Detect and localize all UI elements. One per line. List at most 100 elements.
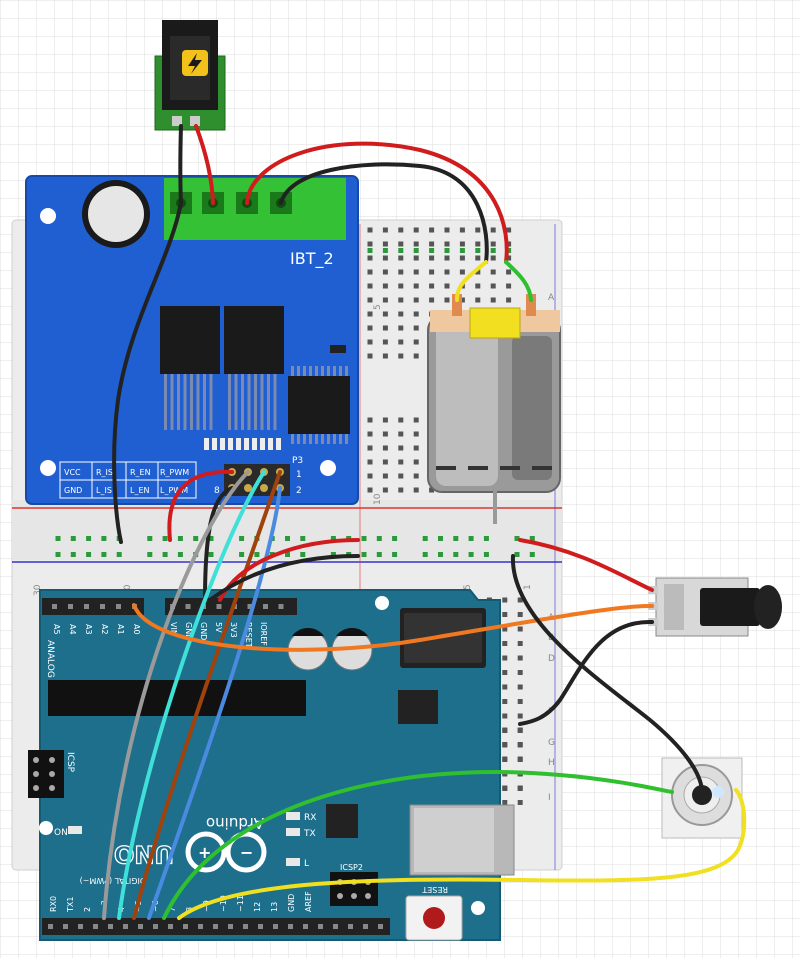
rail-hole — [101, 536, 107, 541]
breadboard-hole — [506, 283, 512, 289]
breadboard-hole — [398, 269, 404, 275]
breadboard-hole — [413, 227, 419, 233]
breadboard-hole — [367, 297, 373, 303]
breadboard-hole — [506, 255, 512, 261]
usb-chip — [326, 804, 358, 838]
rail-hole — [101, 552, 107, 557]
rail-hole — [529, 552, 535, 557]
wire-black-rail — [208, 554, 360, 602]
wire-red-vcc — [167, 469, 234, 542]
rail-hole — [529, 536, 535, 541]
rail-hole — [438, 536, 443, 541]
breadboard-hole — [413, 459, 419, 465]
breadboard-hole — [502, 727, 508, 733]
reset-button-cap[interactable] — [423, 907, 445, 929]
breadboard-hole — [502, 626, 508, 632]
breadboard-hole — [459, 255, 465, 261]
rail-hole — [208, 536, 214, 541]
breadboard-hole — [502, 612, 508, 617]
breadboard-hole — [475, 241, 481, 247]
col-number: 10 — [373, 493, 383, 505]
breadboard-hole — [502, 713, 508, 719]
breadboard-hole — [475, 269, 481, 275]
breadboard-hole — [367, 459, 373, 465]
breadboard-hole — [382, 431, 388, 437]
breadboard-hole — [517, 684, 523, 690]
rail-hole — [459, 248, 465, 253]
breadboard-hole — [382, 487, 388, 493]
breadboard-hole — [398, 487, 404, 493]
rail-hole — [285, 552, 290, 557]
header-pin — [52, 604, 57, 609]
rotary-knob[interactable] — [661, 757, 743, 839]
digital-label: DIGITAL (PWM~) — [80, 876, 146, 885]
rail-hole — [453, 552, 459, 557]
breadboard-hole — [382, 255, 388, 261]
wire-brown — [132, 470, 282, 920]
mount-hole — [375, 596, 389, 610]
breadboard-hole — [398, 473, 404, 479]
breadboard-hole — [398, 459, 404, 465]
l-led — [286, 858, 300, 866]
breadboard-hole — [444, 227, 450, 233]
breadboard-hole — [367, 445, 373, 451]
rail-hole — [483, 536, 489, 541]
breadboard-hole — [444, 297, 450, 303]
wire-cyan — [117, 470, 266, 920]
pin-label: A1 — [116, 624, 125, 635]
breadboard-hole — [382, 353, 388, 359]
svg-text:A: A — [548, 293, 555, 303]
breadboard-hole — [367, 431, 373, 437]
breadboard-hole — [475, 255, 481, 261]
breadboard-hole — [490, 283, 496, 289]
rail-hole — [367, 248, 373, 253]
breadboard-hole — [517, 670, 523, 675]
icsp2-label: ICSP2 — [340, 863, 363, 872]
breadboard-hole — [429, 283, 435, 289]
breadboard-hole — [502, 785, 508, 791]
breadboard-hole — [382, 311, 388, 317]
header-pin — [288, 924, 293, 929]
pin-label-table: VCC R_IS R_EN R_PWM GND L_IS L_EN L_PWM … — [59, 456, 303, 499]
breadboard-hole — [398, 445, 404, 451]
breadboard-hole — [367, 269, 373, 275]
rail-hole — [453, 536, 459, 541]
breadboard-hole — [429, 487, 435, 493]
rail-hole — [300, 536, 306, 541]
breadboard-hole — [502, 756, 508, 762]
breadboard-hole — [502, 684, 508, 690]
header-pin — [185, 604, 191, 609]
breadboard-hole — [382, 283, 388, 289]
rail-hole — [330, 536, 336, 541]
wire-black-gnd — [112, 201, 183, 544]
svg-text:H: H — [548, 758, 555, 768]
rail-hole — [162, 552, 168, 557]
pin-number: 8 — [214, 486, 220, 496]
breadboard-hole — [382, 445, 388, 451]
header-pin — [263, 604, 268, 609]
breadboard-hole — [413, 417, 419, 423]
icsp2-header — [330, 872, 378, 906]
breadboard-hole — [517, 699, 523, 704]
header-pin — [198, 924, 203, 929]
pin-label: A4 — [68, 624, 77, 635]
mosfet — [160, 306, 220, 374]
digital-pin-label: 7 — [168, 907, 177, 912]
breadboard-hole — [413, 311, 419, 317]
smd-component — [330, 345, 346, 353]
breadboard-hole — [398, 227, 404, 233]
breadboard-hole — [413, 487, 419, 493]
pin-label-vcc: VCC — [64, 468, 81, 477]
breadboard-hole — [475, 297, 481, 303]
header-pin — [108, 924, 113, 929]
header-pin — [363, 924, 368, 929]
rail-hole — [254, 552, 260, 557]
breadboard-hole — [517, 641, 523, 646]
breadboard-hole — [413, 445, 419, 451]
breadboard-hole — [413, 283, 419, 289]
breadboard-hole — [398, 283, 404, 289]
breadboard-hole — [413, 353, 419, 359]
breadboard-hole — [382, 269, 388, 275]
breadboard-hole — [517, 742, 523, 747]
header-pin — [68, 604, 73, 609]
